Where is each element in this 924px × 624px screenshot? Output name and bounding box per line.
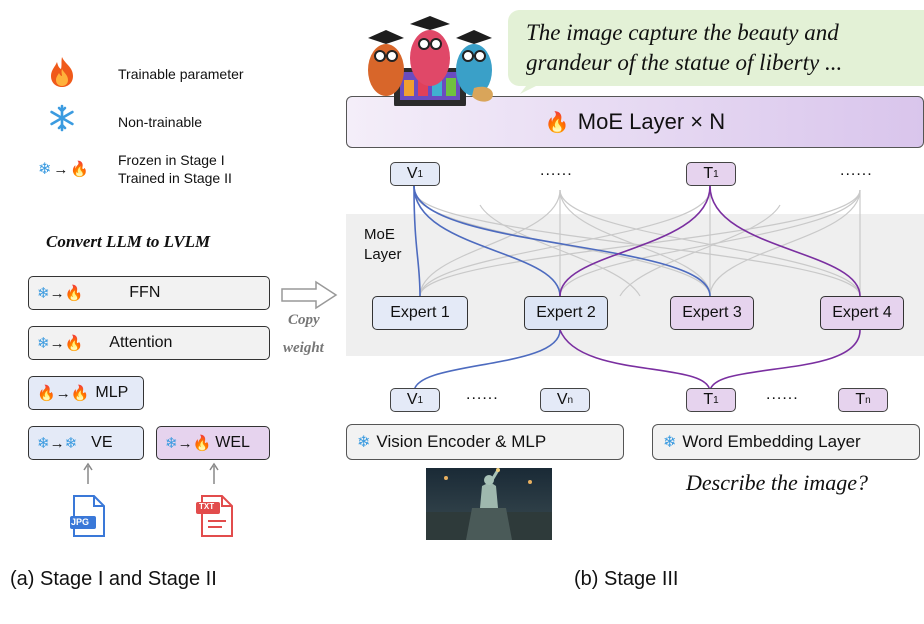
speech-line2: grandeur of the statue of liberty ... xyxy=(526,50,843,75)
legend-stage-transition-icon: ❄→🔥 xyxy=(38,160,90,179)
ve-label: VE xyxy=(91,434,113,451)
caption-a: (a) Stage I and Stage II xyxy=(10,568,217,590)
snowflake-icon xyxy=(50,104,74,132)
txt-label: TXT xyxy=(199,502,215,511)
legend-nontrainable-label: Non-trainable xyxy=(118,114,203,130)
up-arrows xyxy=(83,462,219,484)
moe-layer-n-label: MoE Layer × N xyxy=(577,109,726,134)
legend-stage-line1: Frozen in Stage I xyxy=(118,152,225,168)
txt-file-icon xyxy=(196,495,233,537)
expert-3: Expert 3 xyxy=(670,296,754,330)
moe-label-line1: MoE xyxy=(364,226,395,243)
vision-encoder-label: Vision Encoder & MLP xyxy=(376,432,547,451)
attention-label: Attention xyxy=(109,334,173,351)
mlp-box: 🔥→🔥 MLP xyxy=(28,376,144,410)
top-dots-2: ...... xyxy=(840,162,873,179)
expert-1: Expert 1 xyxy=(372,296,468,330)
jpg-file-icon xyxy=(70,495,105,537)
llama-mascot-illustration xyxy=(368,16,493,106)
caption-b: (b) Stage III xyxy=(574,568,679,590)
expert-2: Expert 2 xyxy=(524,296,608,330)
wel-label: WEL xyxy=(215,434,250,451)
expert-4: Expert 4 xyxy=(820,296,904,330)
vision-encoder-snowflake-icon: ❄ xyxy=(357,434,371,451)
ve-box: ❄→❄ VE xyxy=(28,426,144,460)
speech-bubble xyxy=(508,10,924,94)
statue-of-liberty-photo xyxy=(426,468,552,540)
question-text: Describe the image? xyxy=(686,470,869,495)
weight-text: weight xyxy=(283,340,324,356)
attention-box: ❄→🔥 Attention xyxy=(28,326,270,360)
mlp-label: MLP xyxy=(95,384,129,401)
moe-band xyxy=(346,214,924,356)
fire-icon xyxy=(51,57,73,87)
legend-stage-line2: Trained in Stage II xyxy=(118,170,232,186)
ffn-box: ❄→🔥 FFN xyxy=(28,276,270,310)
jpg-label: JPG xyxy=(71,517,90,527)
word-embedding-box: ❄ Word Embedding Layer xyxy=(652,424,920,460)
bottom-dots-1: ...... xyxy=(466,386,499,403)
speech-line1: The image capture the beauty and xyxy=(526,20,839,45)
vision-encoder-box: ❄ Vision Encoder & MLP xyxy=(346,424,624,460)
bottom-dots-2: ...... xyxy=(766,386,799,403)
word-embedding-snowflake-icon: ❄ xyxy=(663,434,677,451)
top-dots-1: ...... xyxy=(540,162,573,179)
convert-title: Convert LLM to LVLM xyxy=(46,232,211,251)
copy-text: Copy xyxy=(288,312,320,328)
wel-box: ❄→🔥 WEL xyxy=(156,426,270,460)
copy-arrow xyxy=(281,280,338,310)
ffn-label: FFN xyxy=(129,284,161,301)
moe-label-line2: Layer xyxy=(364,246,402,263)
word-embedding-label: Word Embedding Layer xyxy=(682,432,861,451)
legend-trainable-label: Trainable parameter xyxy=(118,66,244,82)
moe-fire-icon: 🔥 xyxy=(544,111,570,134)
